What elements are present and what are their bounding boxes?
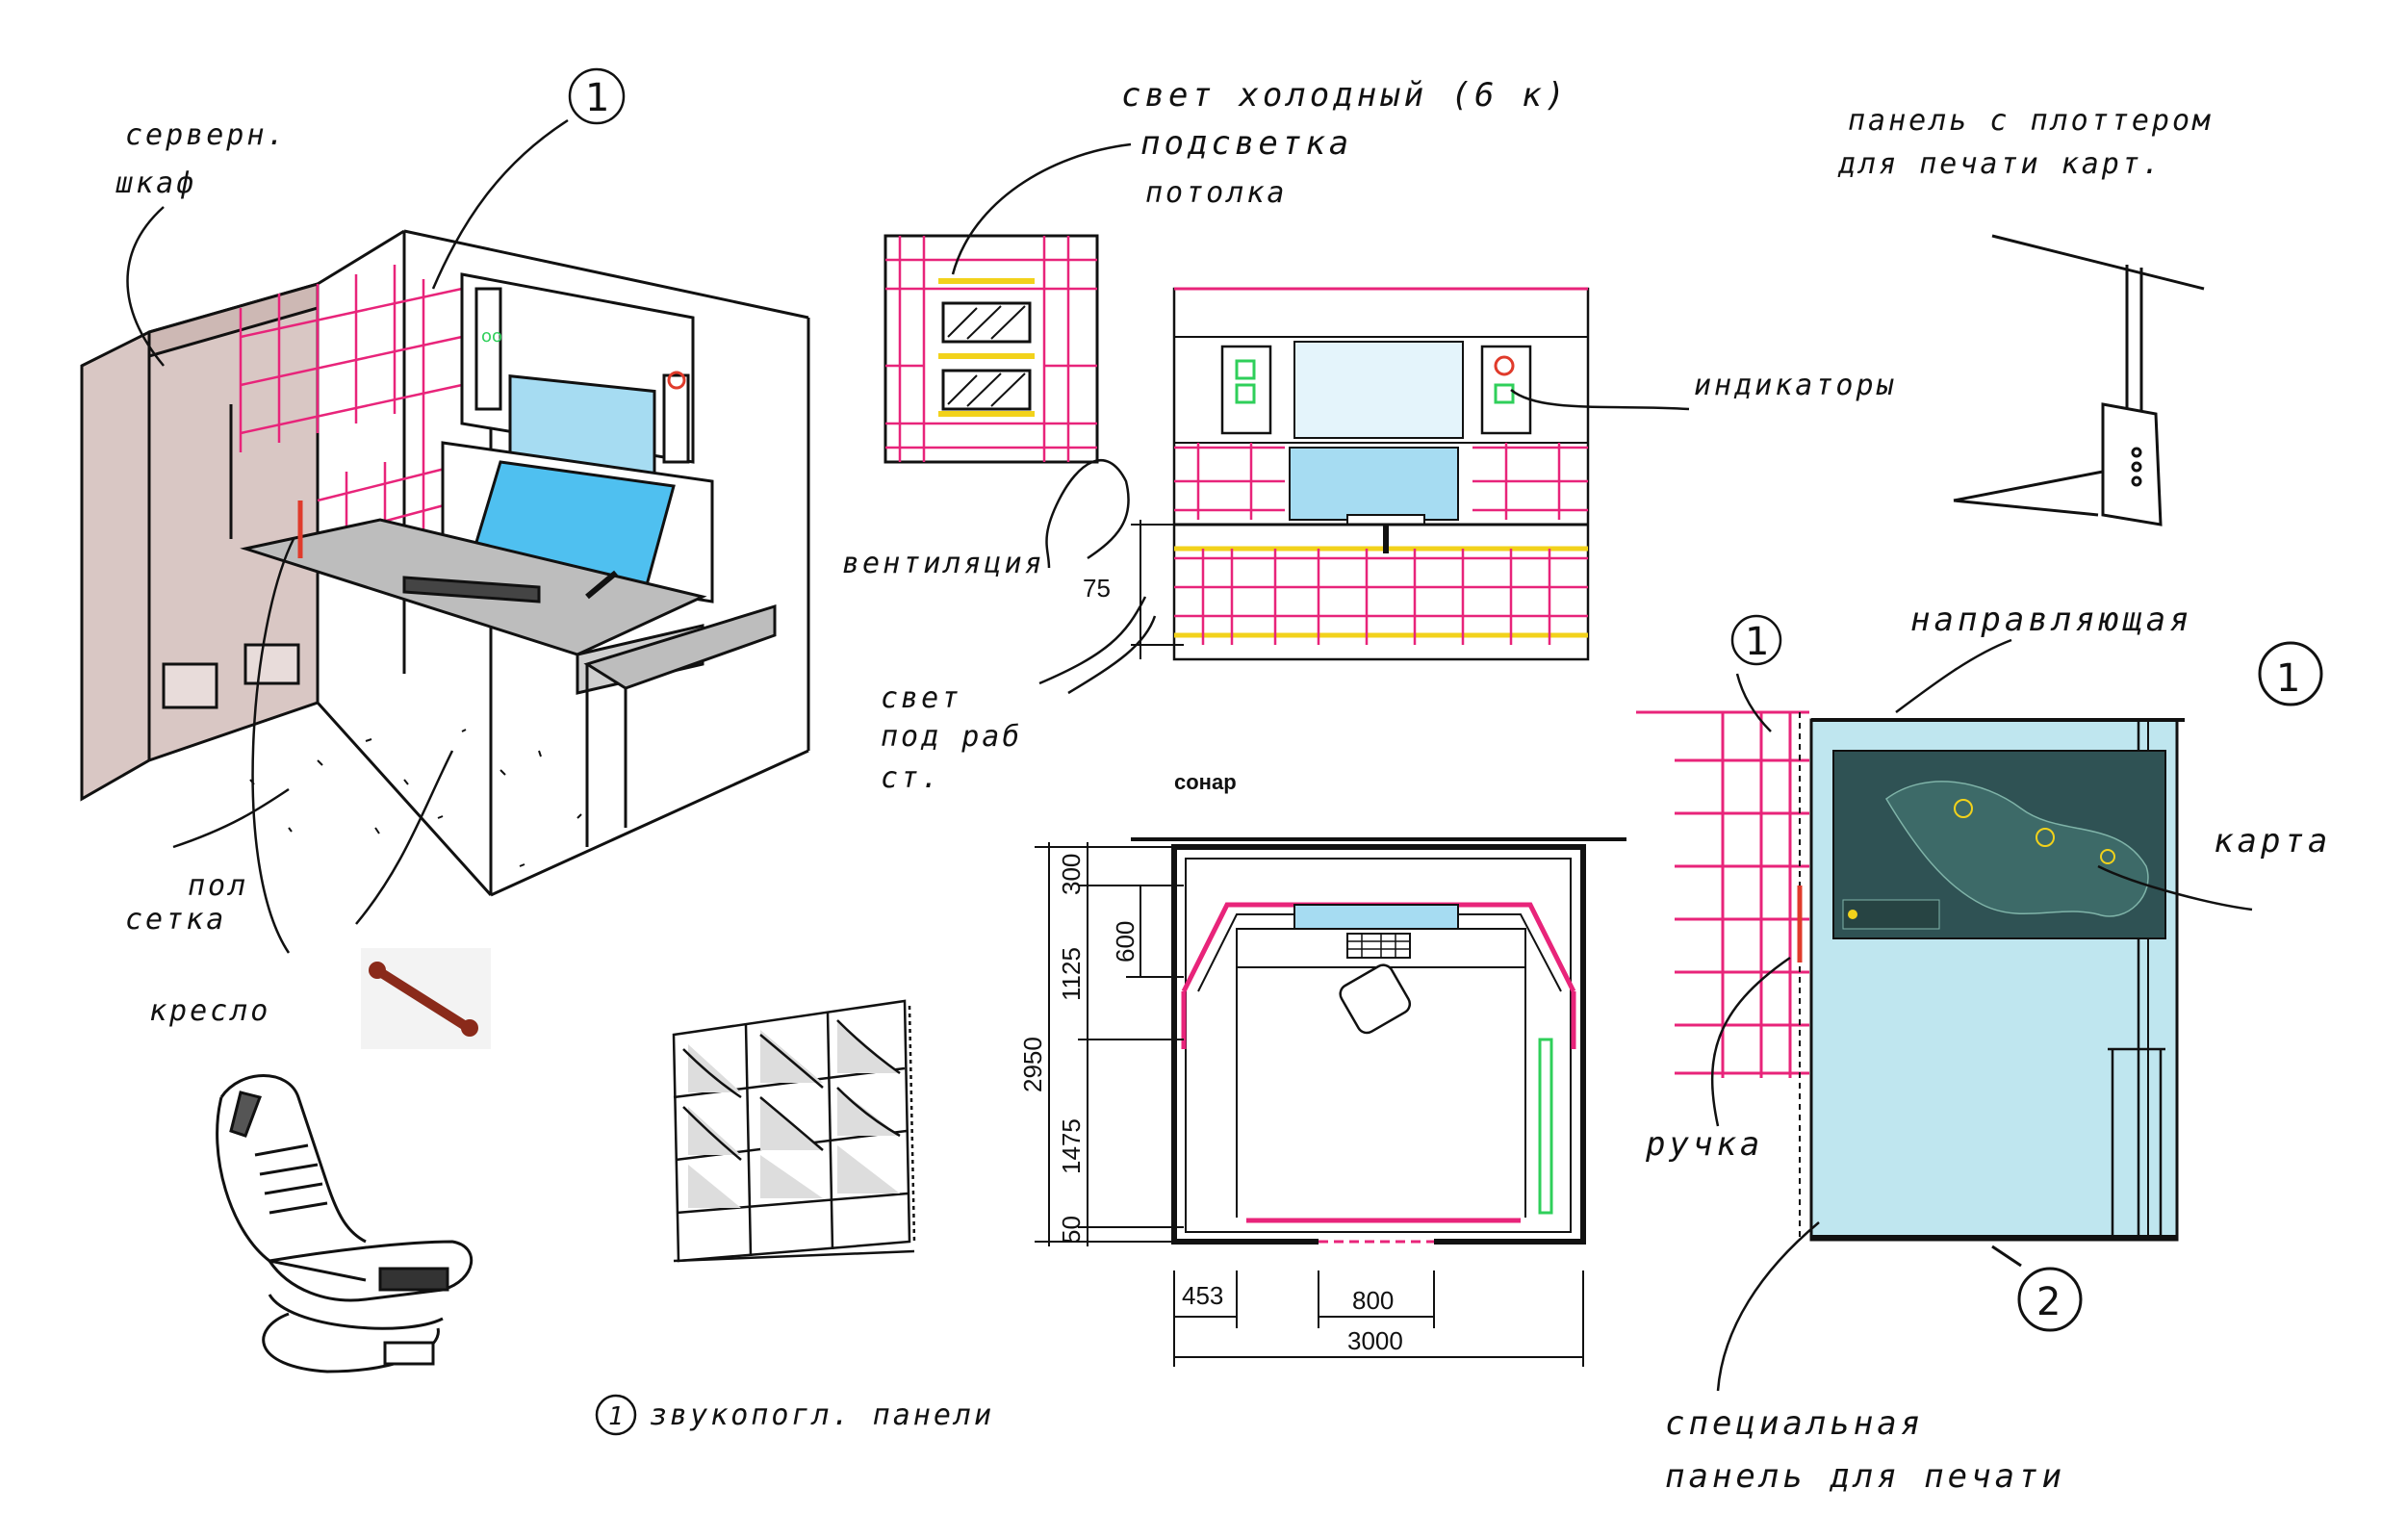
label-server-cabinet-1: серверн.	[125, 118, 288, 152]
left-indicator-iso	[474, 287, 502, 411]
label-acoustic: звукопогл. панели	[650, 1399, 994, 1432]
ref-1-top: 1	[585, 76, 609, 120]
leader-lines-iso	[126, 118, 569, 954]
isometric-room-sketch: oo	[80, 229, 810, 897]
label-under-light-3: ст.	[881, 761, 941, 795]
dim-50: 50	[1057, 1216, 1086, 1244]
label-panel-plotter-1: панель с плоттером	[1848, 104, 2213, 138]
dim-1125: 1125	[1057, 947, 1086, 1001]
dim-600: 600	[1111, 921, 1139, 962]
dimension-labels: 300 600 1125 2950 1475 50 453 800 3000	[1018, 854, 1403, 1355]
label-floor-2: сетка	[125, 903, 226, 937]
label-chair: кресло	[149, 994, 270, 1028]
label-server-cabinet-2: шкаф	[115, 167, 196, 200]
leader-lines-right	[951, 142, 2253, 1392]
label-floor-1: пол	[188, 869, 248, 903]
label-under-light-1: свет	[881, 681, 961, 715]
dim-2950: 2950	[1018, 1037, 1047, 1092]
ref-1-big: 1	[2276, 656, 2300, 701]
dim-800: 800	[1352, 1286, 1394, 1315]
sonar-title: сонар	[1174, 770, 1237, 794]
annotation-labels: серверн. шкаф 1 свет холодный (6 к) подс…	[115, 67, 2331, 1496]
floor-stipple	[249, 729, 582, 867]
cabinet-vent-left	[162, 662, 218, 709]
front-elevation	[1131, 287, 1590, 661]
acoustic-panel-sketch	[672, 999, 916, 1263]
label-dim-75: 75	[1083, 574, 1111, 603]
ceiling-plan	[883, 234, 1099, 464]
dim-1475: 1475	[1057, 1118, 1086, 1174]
label-ventilation: вентиляция	[842, 547, 1045, 580]
handle-photo	[361, 948, 491, 1049]
vent-grille-bottom	[941, 369, 1032, 411]
label-light-2: подсветка	[1140, 124, 1352, 163]
label-light-3: потолка	[1145, 176, 1287, 210]
side-elevation-map	[1636, 710, 2185, 1268]
plan-chair	[1339, 963, 1412, 1035]
acoustic-ref: 1	[608, 1402, 624, 1431]
ref-1-mid: 1	[1745, 620, 1769, 664]
cabinet-vent-right	[243, 643, 300, 685]
ref-2: 2	[2036, 1280, 2061, 1324]
label-special-1: специальная	[1665, 1404, 1924, 1443]
red-indicator-iso	[667, 371, 686, 390]
plan-green-panel	[1538, 1038, 1553, 1215]
plan-screen	[1293, 904, 1459, 933]
label-guide: направляющая	[1910, 601, 2193, 639]
svg-text:oo: oo	[481, 326, 502, 346]
label-indicators: индикаторы	[1694, 369, 1897, 402]
label-map: карта	[2214, 822, 2331, 860]
label-light-1: свет холодный (6 к)	[1121, 76, 1569, 115]
plotter-panel-sketch	[1953, 234, 2205, 526]
vent-grille-top	[941, 301, 1032, 344]
plan-keyboard	[1346, 933, 1411, 959]
label-special-2: панель для печати	[1665, 1457, 2065, 1496]
label-under-light-2: под раб	[881, 720, 1022, 754]
elev-console-screen	[1289, 447, 1459, 521]
label-handle: ручка	[1645, 1125, 1763, 1164]
sonar-floor-plan	[1035, 837, 1626, 1367]
dim-3000: 3000	[1347, 1326, 1403, 1355]
label-panel-plotter-2: для печати карт.	[1837, 147, 2163, 181]
dim-453: 453	[1182, 1281, 1223, 1310]
elev-top-screen	[1293, 341, 1464, 439]
elev-indicator-right	[1480, 345, 1532, 435]
chair-sketch	[216, 1074, 474, 1373]
dim-300: 300	[1057, 854, 1086, 895]
